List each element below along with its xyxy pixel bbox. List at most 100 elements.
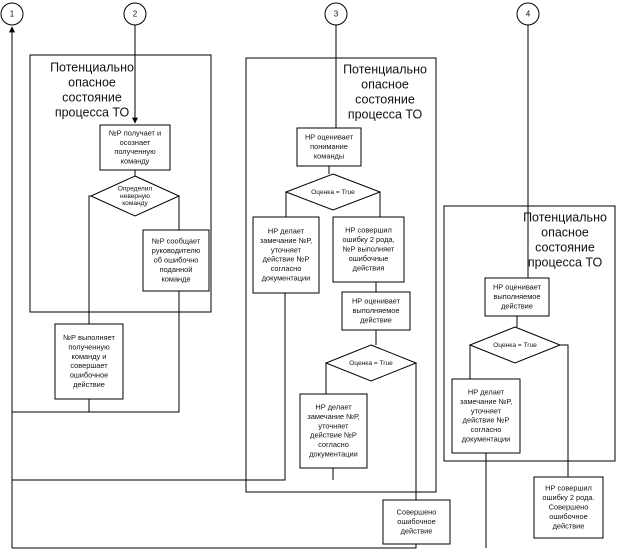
- process-box-text-line: уточняет: [318, 421, 349, 430]
- process-box-text-line: выполняемое: [494, 292, 541, 301]
- process-box-error-committed: [382, 499, 451, 545]
- connector-label: 3: [334, 10, 339, 19]
- connector-label: 1: [10, 10, 15, 19]
- process-box-report: [142, 229, 210, 292]
- process-box-text-line: №Р выполняет: [343, 244, 395, 253]
- process-box-text-line: уточняет: [471, 406, 502, 415]
- process-box-text-line: Совершено: [549, 502, 589, 511]
- process-box-text-line: документации: [462, 434, 511, 443]
- process-box-text-line: НР оценивает: [352, 297, 401, 306]
- process-box-text-line: НР делает: [468, 387, 505, 396]
- scenario-frame-title-line: опасное: [541, 225, 589, 239]
- flow-connector-line: [12, 544, 417, 549]
- decision-text-line: Оценка = True: [311, 189, 355, 196]
- process-box-text-line: НР оценивает: [493, 283, 542, 292]
- process-box-text-line: согласно: [318, 440, 349, 449]
- process-box-hp-type2-error-2: [533, 476, 604, 539]
- process-box-text-line: действие №Р: [310, 431, 357, 440]
- connector-label: 4: [526, 10, 531, 19]
- connector-2: [123, 2, 147, 26]
- process-box-text-line: уточняет: [271, 245, 302, 254]
- decision-text: Оценка = True: [311, 189, 355, 196]
- scenario-frame-title-line: процесса ТО: [348, 107, 423, 121]
- process-box-text-line: выполняемое: [353, 306, 400, 315]
- process-box-text-line: Совершено: [397, 508, 437, 517]
- flow-connector-line: [560, 344, 569, 477]
- process-box-text-line: согласно: [471, 425, 502, 434]
- process-box-text-line: действие: [553, 521, 585, 530]
- scenario-frame-title-line: состояние: [62, 90, 122, 104]
- process-box-text-line: команды: [314, 151, 344, 160]
- process-box-text-line: ошибку 2 рода.: [542, 493, 594, 502]
- scenario-frame: [29, 54, 212, 313]
- process-box-text-line: полученную: [68, 342, 110, 351]
- process-box-text-line: замечание №Р,: [307, 412, 359, 421]
- process-box-text-line: действие: [73, 380, 105, 389]
- scenario-frame-title-line: Потенциально: [343, 62, 427, 76]
- process-box-text-line: команду и: [72, 352, 107, 361]
- process-box-text-line: совершает: [70, 361, 108, 370]
- process-box-hp-remark-3: [451, 378, 521, 454]
- flow-connector-line: [88, 195, 91, 324]
- process-box-hp-remark-2: [299, 393, 368, 469]
- process-box-text-line: осознает: [120, 138, 151, 147]
- process-box-text-line: НР совершил: [545, 484, 592, 493]
- process-box-text-line: действие: [401, 526, 433, 535]
- scenario-frame-title-line: опасное: [68, 75, 116, 89]
- flow-connector-line: [12, 293, 286, 481]
- process-box-text-line: замечание №Р,: [260, 236, 312, 245]
- scenario-frame-title-line: состояние: [355, 92, 415, 106]
- process-box-receive: [99, 124, 171, 171]
- process-box-text-line: команду: [121, 157, 150, 166]
- scenario-frame-title-line: процесса ТО: [55, 105, 130, 119]
- process-box-text-line: документации: [309, 449, 358, 458]
- process-box-hp-assess-action-2: [484, 277, 550, 317]
- process-box-text-line: НР совершил: [345, 226, 392, 235]
- process-box-text-line: об ошибочно: [154, 255, 199, 264]
- connector-1: [0, 2, 24, 26]
- process-box-text-line: поданной: [160, 265, 193, 274]
- process-box-text-line: №Р выполняет: [63, 333, 115, 342]
- process-box-text-line: команде: [161, 274, 190, 283]
- process-box-text-line: НР оценивает: [305, 133, 354, 142]
- process-box-hp-assess-action-1: [341, 291, 411, 331]
- decision-diamond-assessment-1: [284, 173, 382, 211]
- process-box-hp-remark-1: [252, 216, 320, 294]
- decision-diamond-assessment-2: [324, 344, 418, 382]
- process-box-text-line: ошибочное: [549, 512, 588, 521]
- process-box-hp-type2-error-1: [332, 216, 405, 283]
- process-box-text-line: НР делает: [315, 402, 352, 411]
- process-box-text-line: ошибочное: [397, 517, 436, 526]
- process-box-text-line: согласно: [271, 264, 302, 273]
- decision-text-line: Оценка = True: [493, 342, 537, 349]
- process-box-hp-assess-understanding: [296, 127, 362, 167]
- process-box-execute-wrong: [54, 323, 124, 400]
- decision-text-line: команду: [122, 200, 148, 207]
- decision-text-line: Определил: [118, 185, 153, 192]
- process-box-text-line: действия: [353, 263, 385, 272]
- scenario-frame-title-line: состояние: [535, 240, 595, 254]
- decision-diamond-assessment-3: [468, 326, 562, 364]
- process-box-text-line: действие №Р: [263, 255, 310, 264]
- process-box-text-line: №Р получает и: [109, 128, 161, 137]
- decision-text-line: Оценка = True: [349, 360, 393, 367]
- process-box-text-line: №Р сообщает: [152, 237, 201, 246]
- decision-text-line: неверную: [120, 193, 150, 200]
- decision-text: Оценка = True: [349, 360, 393, 367]
- scenario-frame-title-line: опасное: [361, 77, 409, 91]
- scenario-frame: [443, 205, 616, 462]
